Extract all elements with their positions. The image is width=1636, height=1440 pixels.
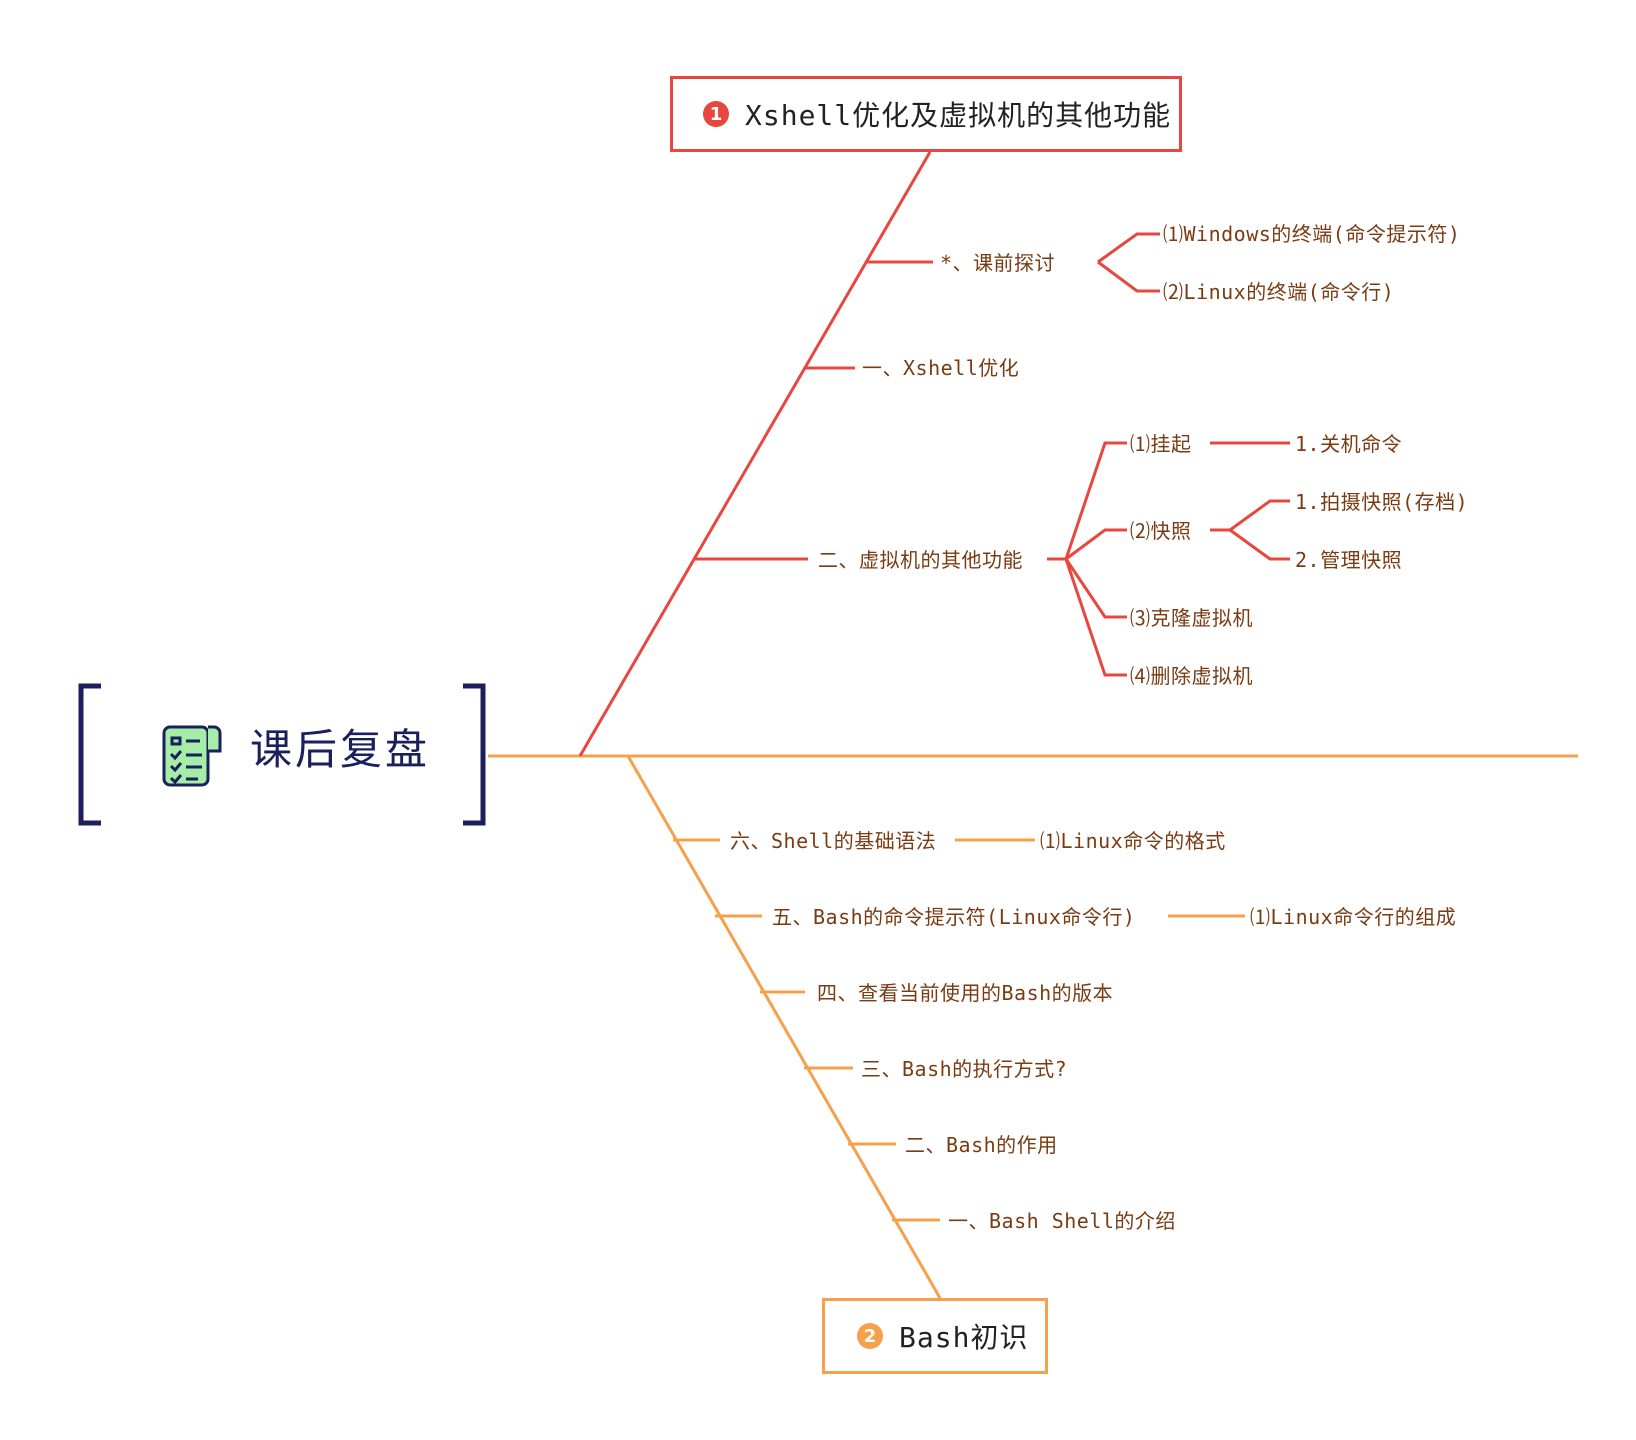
node-clone-vm[interactable]: ⑶克隆虚拟机 [1130, 606, 1253, 630]
topic-2[interactable]: 2 Bash初识 [822, 1298, 1048, 1374]
branch1-connectors [578, 151, 1290, 757]
root-bracket-right [463, 683, 486, 826]
checklist-scroll-icon [162, 725, 222, 787]
node-suspend[interactable]: ⑴挂起 [1130, 432, 1192, 456]
topic-1-title: Xshell优化及虚拟机的其他功能 [745, 99, 1172, 132]
branch2-connectors [626, 755, 1245, 1299]
node-bash-purpose[interactable]: 二、Bash的作用 [905, 1133, 1058, 1157]
node-linux-command-format[interactable]: ⑴Linux命令的格式 [1040, 829, 1226, 853]
root-title: 课后复盘 [250, 725, 431, 774]
node-take-snapshot[interactable]: 1.拍摄快照(存档) [1295, 490, 1469, 514]
topic-1[interactable]: 1 Xshell优化及虚拟机的其他功能 [670, 76, 1182, 152]
node-bash-shell-intro[interactable]: 一、Bash Shell的介绍 [948, 1209, 1176, 1233]
topic-2-title: Bash初识 [899, 1321, 1029, 1354]
node-delete-vm[interactable]: ⑷删除虚拟机 [1130, 664, 1253, 688]
node-vm-other-features[interactable]: 二、虚拟机的其他功能 [818, 548, 1023, 572]
node-pre-class-discussion[interactable]: *、课前探讨 [940, 251, 1056, 275]
node-snapshot[interactable]: ⑵快照 [1130, 519, 1192, 543]
node-xshell-optimization[interactable]: 一、Xshell优化 [862, 356, 1020, 380]
node-bash-version[interactable]: 四、查看当前使用的Bash的版本 [817, 981, 1114, 1005]
node-bash-execution[interactable]: 三、Bash的执行方式? [861, 1057, 1068, 1081]
node-bash-prompt[interactable]: 五、Bash的命令提示符(Linux命令行) [772, 905, 1136, 929]
node-windows-terminal[interactable]: ⑴Windows的终端(命令提示符) [1163, 222, 1461, 246]
topic-2-number-badge: 2 [857, 1323, 883, 1349]
root-bracket-left [78, 683, 101, 826]
node-manage-snapshot[interactable]: 2.管理快照 [1295, 548, 1403, 572]
node-linux-cmdline-composition[interactable]: ⑴Linux命令行的组成 [1250, 905, 1457, 929]
node-linux-terminal[interactable]: ⑵Linux的终端(命令行) [1163, 280, 1395, 304]
node-shutdown-command[interactable]: 1.关机命令 [1295, 432, 1403, 456]
topic-1-number-badge: 1 [703, 101, 729, 127]
node-shell-basic-syntax[interactable]: 六、Shell的基础语法 [730, 829, 937, 853]
